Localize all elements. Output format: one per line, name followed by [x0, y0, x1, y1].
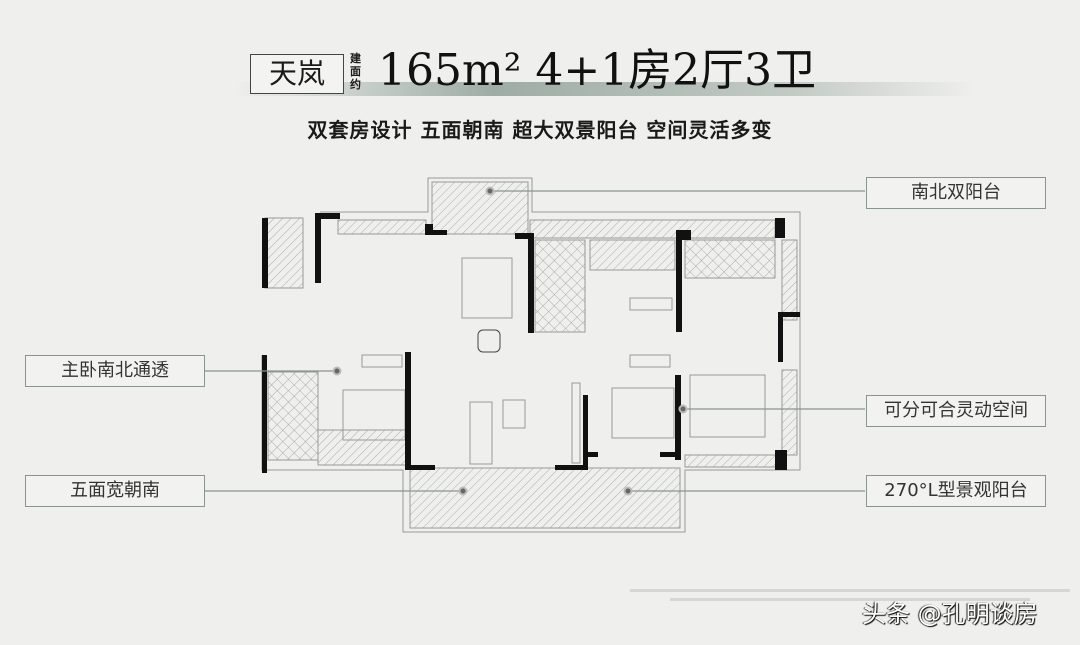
- top-strip-left: [337, 219, 427, 235]
- right-bottom-strip: [684, 454, 781, 468]
- north-balcony: [431, 181, 529, 235]
- master-bath: [267, 371, 319, 461]
- callout-master-bedroom: 主卧南北通透: [25, 355, 205, 387]
- headline: 165m² 4+1房2厅3卫: [378, 45, 817, 96]
- top-strip-right: [529, 219, 776, 239]
- wardrobe-top: [629, 297, 673, 311]
- dining-table: [461, 257, 513, 319]
- wardrobe-right: [629, 354, 671, 368]
- watermark: 头条 @孔明谈房: [862, 600, 1038, 628]
- title-band: [235, 82, 975, 96]
- tv-cabinet: [571, 382, 581, 464]
- callout-leaders: [205, 190, 865, 492]
- callout-dots: [332, 186, 688, 496]
- bath-1: [534, 239, 586, 333]
- closet-right: [589, 239, 676, 271]
- outer-outline: [261, 177, 801, 533]
- subtitle: 双套房设计 五面朝南 超大双景阳台 空间灵活多变: [307, 118, 773, 142]
- wardrobe-master: [361, 354, 403, 368]
- callout-l-balcony: 270°L型景观阳台: [866, 475, 1046, 507]
- master-strip: [317, 429, 409, 466]
- disclaimer-fine-print: [630, 585, 1070, 607]
- bed-far-right: [689, 374, 766, 438]
- sofa: [469, 401, 493, 465]
- callout-five-south: 五面宽朝南: [25, 475, 205, 507]
- callout-flexible-space: 可分可合灵动空间: [866, 395, 1046, 427]
- south-balcony: [409, 467, 681, 529]
- bath-2: [684, 239, 776, 279]
- right-strip: [781, 239, 798, 321]
- entry-unit: [264, 217, 304, 289]
- walls: [262, 213, 800, 473]
- coffee-table: [502, 399, 526, 429]
- right-strip-2: [781, 369, 798, 456]
- callout-north-south-balcony: 南北双阳台: [866, 177, 1046, 209]
- area-prefix: 建面约: [350, 52, 361, 91]
- bed-right: [611, 387, 675, 439]
- lift-mark: [477, 329, 501, 353]
- project-name: 天岚: [250, 54, 344, 94]
